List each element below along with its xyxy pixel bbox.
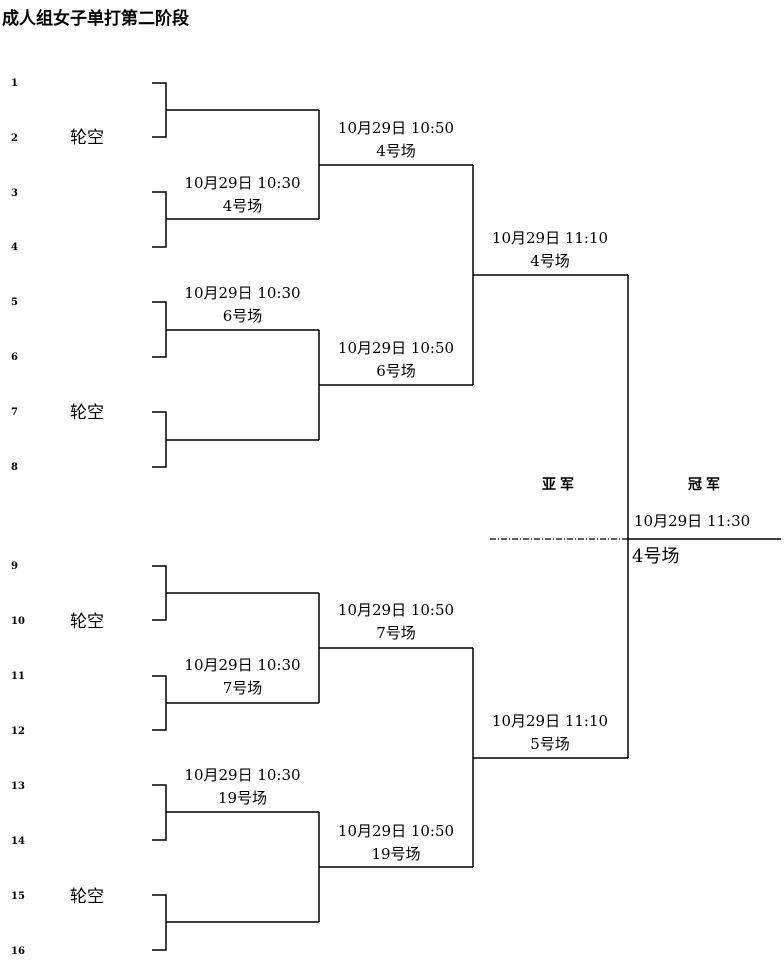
match-semi-1: 10月29日 11:10 4号场 [476, 227, 624, 273]
match-r2-2: 10月29日 10:50 6号场 [322, 337, 470, 383]
match-r2-1: 10月29日 10:50 4号场 [322, 117, 470, 163]
seed-number: 5 [11, 297, 18, 308]
match-venue: 4号场 [376, 142, 416, 160]
match-venue: 7号场 [222, 679, 263, 697]
seed-number: 4 [11, 242, 18, 253]
match-venue: 4号场 [530, 252, 570, 270]
seed-number: 11 [11, 671, 25, 682]
match-venue: 7号场 [376, 624, 416, 642]
match-r1-2: 10月29日 10:30 6号场 [170, 282, 315, 328]
bye-label: 轮空 [70, 403, 104, 423]
match-venue: 5号场 [530, 735, 570, 753]
bye-label: 轮空 [70, 887, 104, 907]
match-venue: 4号场 [222, 197, 263, 215]
match-r1-4: 10月29日 10:30 19号场 [170, 764, 315, 810]
seed-number: 12 [11, 726, 25, 737]
match-time: 10月29日 11:10 [491, 229, 609, 247]
match-time: 10月29日 10:50 [337, 339, 455, 357]
final-time: 10月29日 11:30 [634, 512, 751, 530]
match-venue: 6号场 [376, 362, 416, 380]
match-r2-3: 10月29日 10:50 7号场 [322, 599, 470, 645]
bracket-line-r1-m3 [152, 565, 320, 731]
seed-number: 8 [11, 462, 18, 473]
seed-number: 2 [11, 133, 18, 144]
match-venue: 19号场 [371, 845, 421, 863]
seed-number: 6 [11, 352, 18, 363]
match-time: 10月29日 10:30 [184, 766, 301, 784]
bye-label: 轮空 [70, 128, 104, 148]
seed-number: 10 [11, 616, 25, 627]
champion-label: 冠军 [688, 477, 724, 493]
match-time: 10月29日 10:30 [184, 284, 301, 302]
seed-number: 16 [11, 946, 25, 957]
match-venue: 6号场 [222, 307, 263, 325]
match-time: 10月29日 10:50 [337, 119, 455, 137]
seed-number: 9 [11, 561, 18, 572]
runner-up-label: 亚军 [542, 477, 578, 493]
match-r1-3: 10月29日 10:30 7号场 [170, 654, 315, 700]
bye-label: 轮空 [70, 612, 104, 632]
final-venue: 4号场 [632, 546, 680, 567]
bracket-line-r1-m1 [152, 82, 320, 248]
seed-number: 3 [11, 188, 18, 199]
bracket-line-r1-m4 [152, 784, 320, 951]
match-venue: 19号场 [217, 789, 268, 807]
match-time: 10月29日 10:30 [184, 174, 301, 192]
seed-number: 15 [11, 891, 25, 902]
seed-number: 7 [11, 407, 18, 418]
match-semi-2: 10月29日 11:10 5号场 [476, 710, 624, 756]
seed-number: 13 [11, 781, 25, 792]
match-r1-1: 10月29日 10:30 4号场 [170, 172, 315, 218]
match-time: 10月29日 10:30 [184, 656, 301, 674]
match-time: 10月29日 11:10 [491, 712, 609, 730]
match-r2-4: 10月29日 10:50 19号场 [322, 820, 470, 866]
match-time: 10月29日 10:50 [337, 822, 455, 840]
bracket-line-r1-m2 [152, 301, 320, 468]
bracket-line-semis [473, 274, 629, 759]
match-time: 10月29日 10:50 [337, 601, 455, 619]
page-title: 成人组女子单打第二阶段 [2, 9, 189, 29]
seed-number: 1 [11, 78, 18, 89]
seed-number: 14 [11, 836, 25, 847]
